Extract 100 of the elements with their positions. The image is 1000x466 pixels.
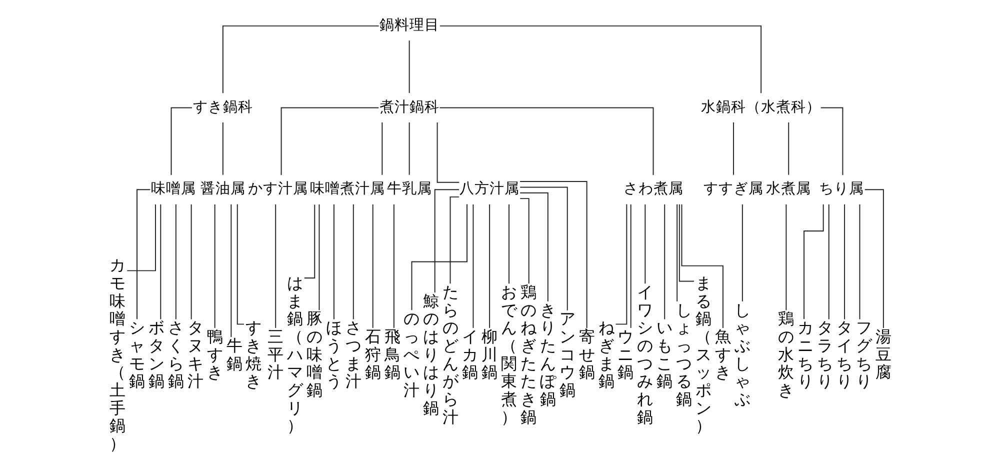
connector [519,181,587,329]
connector [190,204,192,320]
node-text: かす汁属 [248,180,308,198]
node-text: アンコウ鍋 [558,309,575,400]
connector [864,189,884,328]
node-text: 味噌煮汁属 [310,180,385,198]
node-text: さわ煮属 [622,180,683,198]
node-text: 牛鍋 [226,336,242,373]
connector [519,186,568,311]
node-text: たらのどんがら汁 [442,282,458,426]
node-text: のっぺい汁 [403,309,420,400]
connector [676,204,678,302]
node-text: 柳川鍋 [481,327,498,382]
connector [438,25,762,94]
connector [381,122,382,176]
node-text: タラちり [816,318,833,391]
connector [785,204,786,311]
connector [472,204,474,328]
node-text: 魚すき [714,327,730,382]
node-text: しゃぶしゃぶ [734,300,750,408]
connector [680,204,723,329]
connector [434,189,459,293]
node-text: 八方汁属 [459,180,520,198]
connector [160,204,161,320]
node-text: 煮汁鍋科 [378,98,439,116]
connector [303,204,315,278]
connector [274,204,276,328]
connector [236,204,244,325]
node-text: ボタン鍋 [148,318,164,391]
connector [741,204,742,302]
node-text: タイちり [836,318,852,391]
node-text: ちり属 [818,180,864,198]
connector [408,40,410,94]
node-text: すき鍋科 [192,98,252,116]
connector [644,204,646,284]
connector [352,204,354,320]
connector [408,122,410,176]
node-text: イワシのつみれ鍋 [636,282,653,426]
node-text: 牛乳属 [386,180,432,198]
connector [392,204,394,328]
connector [844,204,845,320]
connector [732,122,734,176]
node-text: ほうとう [325,318,342,391]
node-text: きりたんぽ鍋 [539,300,556,408]
node-text: さつま汁 [344,318,361,391]
connector [280,107,379,176]
node-text: フグちり [855,318,872,391]
connector [614,204,627,325]
connector [803,204,824,320]
node-text: 水煮属 [766,180,811,198]
node-text: 醤油属 [200,180,245,198]
node-text: すき焼き [245,318,262,391]
node-text: しょっつる鍋 [676,300,692,408]
connector [222,122,223,176]
connector [318,204,320,311]
node-text: 鍋料理目 [378,16,439,34]
node-text: おでん（関東煮） [500,282,517,426]
node-text: タヌキ汁 [186,318,203,391]
connector [630,204,631,328]
node-text: シャモ鍋 [128,318,145,391]
connector [858,204,860,320]
node-text: 寄せ鍋 [578,327,594,382]
node-text: 鶏の水炊き [778,309,794,400]
connector [136,189,150,320]
node-text: カニちり [797,318,814,391]
node-text: はま鍋（ハマグリ） [286,274,303,436]
connector [126,204,156,272]
connector [170,107,192,176]
connector [664,204,665,320]
node-text: さくら鍋 [167,318,184,391]
node-text: 豚の味噌鍋 [306,309,322,400]
node-text: 石狩鍋 [364,327,380,382]
node-text: ウニ鍋 [617,327,634,382]
connector [438,107,654,176]
connector [222,25,379,94]
node-text: 味噌属 [150,180,196,198]
connector [410,204,467,311]
connector [678,204,694,282]
connector [828,204,829,320]
node-text: 鯨のはりはり鍋 [422,291,439,418]
connector [332,204,334,320]
connector [174,204,176,320]
node-text: 湯豆腐 [874,327,891,382]
node-text: ねぎま鍋 [598,318,614,391]
connector [372,204,373,328]
connector [508,204,509,284]
connector [788,122,789,176]
connector [449,196,459,284]
node-text: 鶏のねぎたたき鍋 [520,282,536,426]
connector [436,122,460,183]
node-text: 水鍋科（水煮科） [700,98,821,116]
node-text: まる鍋（スッポン） [695,274,712,436]
connector [214,204,215,328]
connector [519,192,548,302]
node-text: カモ味噌すき（土手鍋） [109,256,126,453]
connector [230,204,232,338]
connector [519,198,529,284]
connector [488,204,490,328]
node-text: 鴨すき [206,327,222,382]
node-text: 飛鳥鍋 [384,327,400,382]
